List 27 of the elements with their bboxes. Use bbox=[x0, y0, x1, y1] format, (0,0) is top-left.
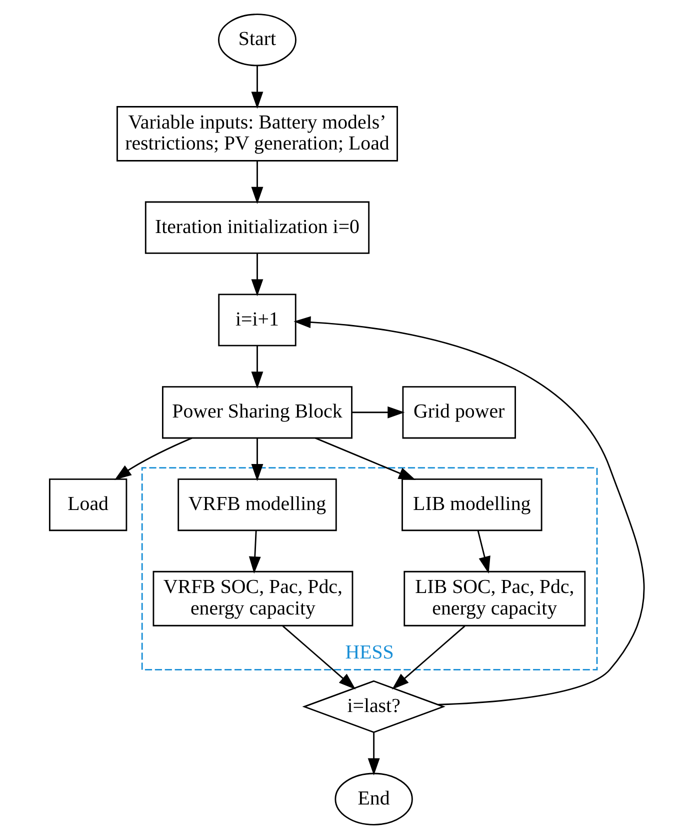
node-box: Iteration initialization i=0 bbox=[144, 201, 370, 254]
node-ellipse: End bbox=[334, 772, 412, 826]
node-box: i=i+1 bbox=[218, 294, 296, 346]
node-box: VRFB modelling bbox=[177, 478, 336, 532]
node-box: Load bbox=[48, 478, 127, 532]
node-box: LIB SOC, Pac, Pdc, energy capacity bbox=[403, 570, 586, 626]
arrow bbox=[250, 161, 263, 204]
arrow bbox=[282, 626, 356, 690]
node-box: VRFB SOC, Pac, Pdc, energy capacity bbox=[152, 570, 353, 626]
node-ellipse: Start bbox=[218, 14, 296, 66]
node-diamond: i=last? bbox=[302, 680, 445, 733]
arrow bbox=[367, 732, 380, 776]
arrow bbox=[250, 438, 263, 482]
arrow bbox=[476, 530, 490, 574]
arrow bbox=[351, 406, 404, 418]
arrow bbox=[250, 346, 263, 389]
arrow bbox=[250, 253, 263, 296]
arrow bbox=[391, 626, 465, 690]
node-box: Power Sharing Block bbox=[162, 386, 352, 439]
arrow bbox=[248, 530, 260, 574]
arrow bbox=[114, 437, 192, 480]
arrow bbox=[314, 437, 416, 480]
node-box: Variable inputs: Battery models’ restrictions; PV generation; Load bbox=[116, 106, 398, 162]
node-box: Grid power bbox=[402, 386, 516, 439]
node-box: LIB modelling bbox=[401, 478, 542, 532]
arrow bbox=[293, 316, 644, 706]
arrow bbox=[250, 66, 263, 109]
